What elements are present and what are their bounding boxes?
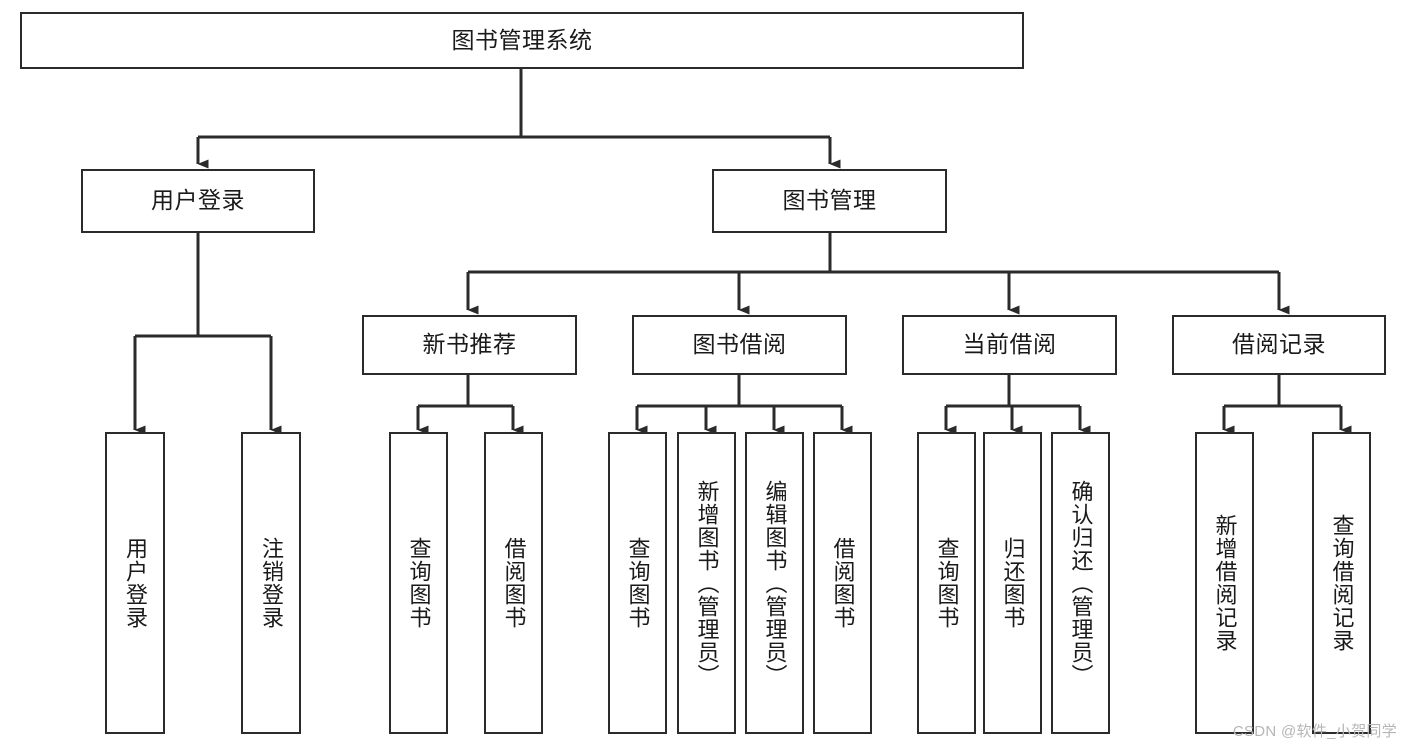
- leaf-confirm-return[interactable]: 确认归还（管理员）: [1051, 432, 1110, 734]
- node-current-borrow[interactable]: 当前借阅: [902, 315, 1117, 375]
- leaf-query-book-2-label: 查询图书: [625, 537, 651, 629]
- leaf-add-record-label: 新增借阅记录: [1212, 514, 1238, 652]
- node-new-book-recommend-label: 新书推荐: [422, 331, 517, 358]
- leaf-add-book[interactable]: 新增图书（管理员）: [677, 432, 736, 734]
- node-new-book-recommend[interactable]: 新书推荐: [362, 315, 577, 375]
- leaf-user-login-label: 用户登录: [122, 537, 148, 629]
- leaf-query-book-2[interactable]: 查询图书: [608, 432, 667, 734]
- leaf-query-record-label: 查询借阅记录: [1329, 514, 1355, 652]
- node-root-label: 图书管理系统: [451, 26, 593, 53]
- leaf-borrow-book-2-label: 借阅图书: [830, 537, 856, 629]
- node-borrow-record[interactable]: 借阅记录: [1172, 315, 1386, 375]
- leaf-query-book-1[interactable]: 查询图书: [389, 432, 448, 734]
- leaf-logout-login[interactable]: 注销登录: [241, 432, 301, 734]
- watermark: CSDN @软件_小贺同学: [1232, 723, 1397, 740]
- leaf-confirm-return-label: 确认归还（管理员）: [1068, 479, 1094, 687]
- leaf-user-login[interactable]: 用户登录: [105, 432, 165, 734]
- leaf-add-book-label: 新增图书（管理员）: [694, 479, 720, 687]
- node-root[interactable]: 图书管理系统: [20, 12, 1024, 69]
- leaf-edit-book-label: 编辑图书（管理员）: [762, 479, 788, 687]
- leaf-borrow-book-2[interactable]: 借阅图书: [813, 432, 872, 734]
- leaf-return-book[interactable]: 归还图书: [983, 432, 1042, 734]
- leaf-logout-login-label: 注销登录: [258, 537, 284, 629]
- node-book-borrow-label: 图书借阅: [692, 331, 787, 358]
- leaf-query-record[interactable]: 查询借阅记录: [1312, 432, 1371, 734]
- node-book-borrow[interactable]: 图书借阅: [632, 315, 847, 375]
- node-book-manage-label: 图书管理: [782, 187, 877, 214]
- node-borrow-record-label: 借阅记录: [1232, 331, 1326, 358]
- leaf-borrow-book-1[interactable]: 借阅图书: [484, 432, 543, 734]
- leaf-edit-book[interactable]: 编辑图书（管理员）: [745, 432, 804, 734]
- node-current-borrow-label: 当前借阅: [962, 331, 1057, 358]
- node-user-login-label: 用户登录: [151, 187, 245, 214]
- leaf-add-record[interactable]: 新增借阅记录: [1195, 432, 1254, 734]
- leaf-borrow-book-1-label: 借阅图书: [501, 537, 527, 629]
- leaf-return-book-label: 归还图书: [1000, 537, 1026, 629]
- leaf-query-book-3-label: 查询图书: [934, 537, 960, 629]
- leaf-query-book-3[interactable]: 查询图书: [917, 432, 976, 734]
- node-user-login[interactable]: 用户登录: [81, 169, 315, 233]
- leaf-query-book-1-label: 查询图书: [406, 537, 432, 629]
- node-book-manage[interactable]: 图书管理: [712, 169, 947, 233]
